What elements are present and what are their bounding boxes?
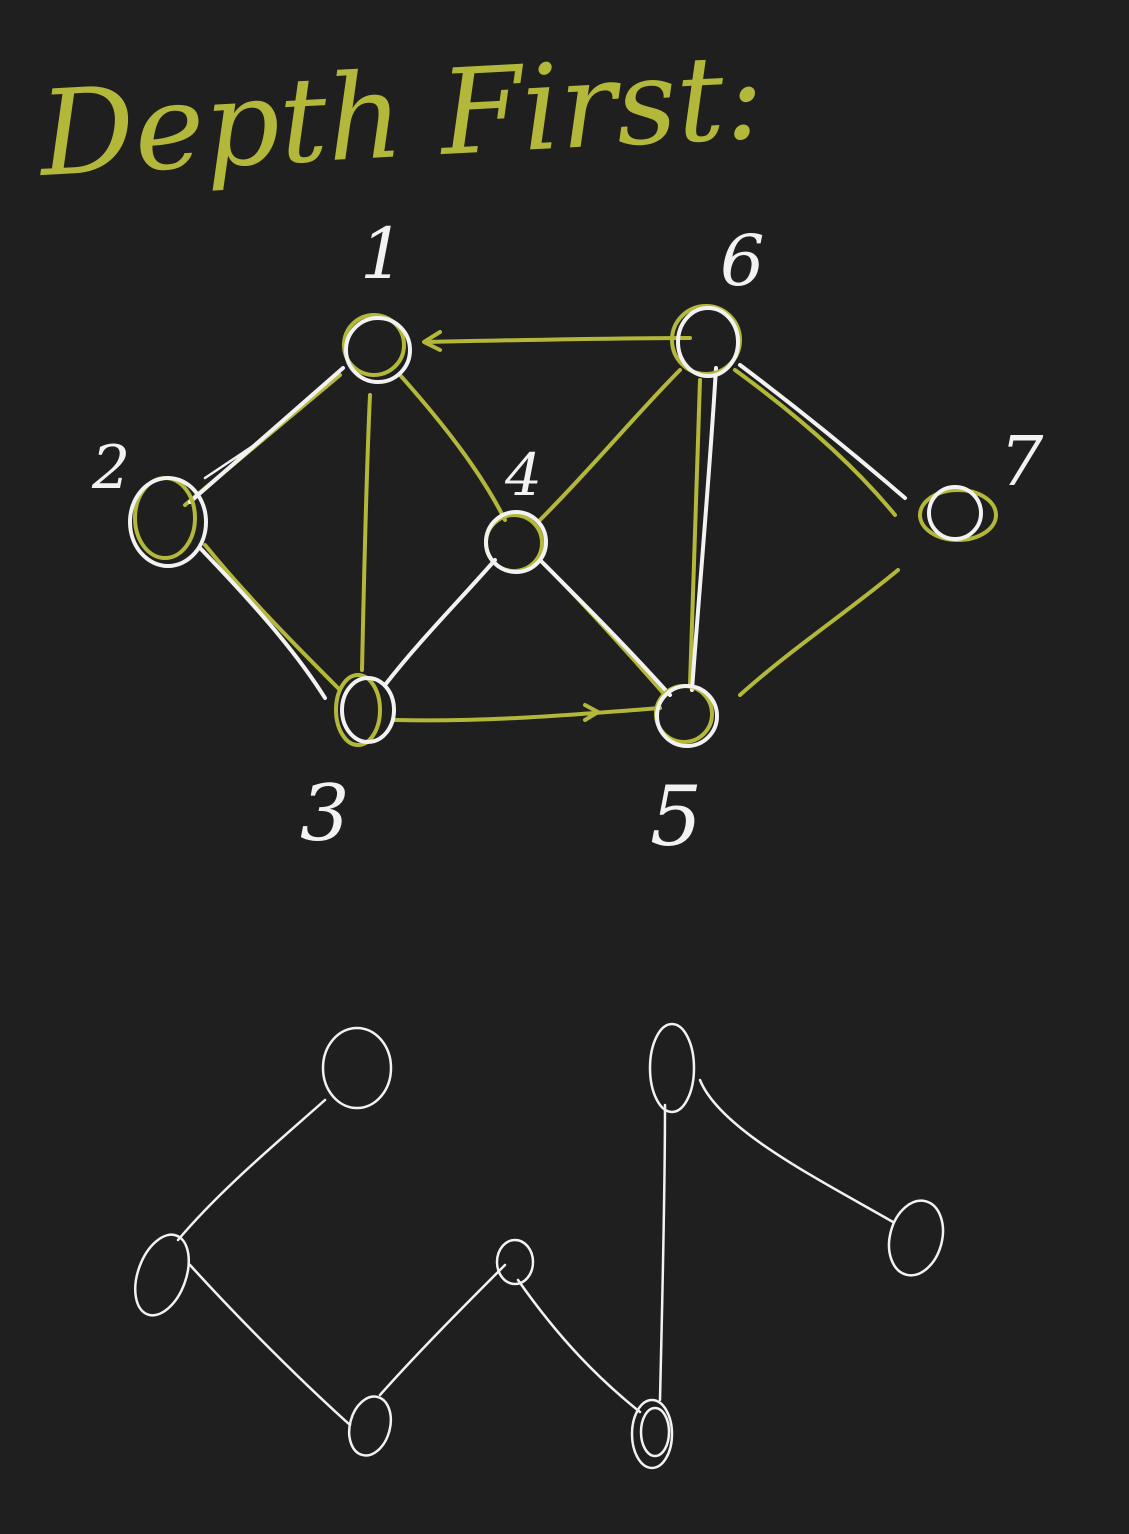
edge-1-2-double bbox=[203, 438, 264, 480]
trace-6-5 bbox=[688, 378, 702, 687]
tree-edge-root-left bbox=[176, 1098, 327, 1242]
edge-1-2 bbox=[188, 366, 345, 504]
node-3 bbox=[334, 673, 396, 747]
tree-edge-right-right bbox=[698, 1078, 895, 1224]
trace-1-3 bbox=[360, 393, 372, 672]
tree-node-root bbox=[321, 1026, 393, 1110]
trace-1-4 bbox=[398, 373, 507, 522]
trace-7-5 bbox=[738, 568, 900, 697]
node-label-5: 5 bbox=[650, 770, 702, 865]
dfs-tree bbox=[134, 1022, 945, 1470]
node-label-4: 4 bbox=[504, 441, 542, 509]
node-label-7: 7 bbox=[1000, 423, 1044, 502]
trace-1-6 bbox=[423, 336, 692, 344]
tree-node-bottom bbox=[347, 1395, 393, 1457]
node-4 bbox=[484, 510, 548, 574]
tree-edge-mid-lower bbox=[516, 1278, 642, 1414]
trace-2-3 bbox=[203, 543, 342, 692]
tree-node-left bbox=[134, 1233, 190, 1317]
edge-2-3 bbox=[198, 546, 327, 700]
edge-3-4 bbox=[383, 558, 497, 687]
node-label-6: 6 bbox=[720, 220, 765, 302]
tree-node-far-right bbox=[887, 1199, 945, 1277]
node-6 bbox=[670, 304, 742, 378]
node-label-1: 1 bbox=[360, 213, 405, 295]
node-2 bbox=[128, 476, 208, 568]
node-label-2: 2 bbox=[91, 433, 130, 503]
tree-edge-right-lower bbox=[658, 1103, 667, 1402]
tree-edge-bottom-mid bbox=[378, 1263, 507, 1397]
arrow-head-3-5 bbox=[583, 703, 600, 722]
page-title: Depth First: bbox=[34, 27, 767, 203]
trace-3-5 bbox=[393, 706, 662, 723]
trace-4-6 bbox=[538, 368, 682, 522]
traversal-path bbox=[183, 330, 900, 723]
edge-4-5 bbox=[538, 558, 672, 697]
node-label-3: 3 bbox=[300, 769, 350, 859]
tree-edge-left-bottom bbox=[188, 1263, 352, 1427]
node-labels: 1 2 3 4 5 6 7 bbox=[91, 213, 1044, 865]
arrow-head-1-6 bbox=[422, 330, 442, 352]
trace-6-7 bbox=[733, 368, 897, 517]
tree-node-lower-inner bbox=[639, 1406, 671, 1458]
node-1 bbox=[342, 313, 412, 384]
edge-6-7 bbox=[738, 363, 907, 500]
edge-6-5 bbox=[690, 366, 718, 692]
tree-node-right bbox=[648, 1022, 696, 1114]
node-5 bbox=[654, 684, 719, 748]
node-7 bbox=[918, 485, 998, 542]
graph-nodes bbox=[128, 304, 998, 748]
tree-node-mid bbox=[495, 1238, 535, 1286]
graph-edges bbox=[188, 363, 907, 700]
tree-node-lower bbox=[630, 1398, 674, 1470]
